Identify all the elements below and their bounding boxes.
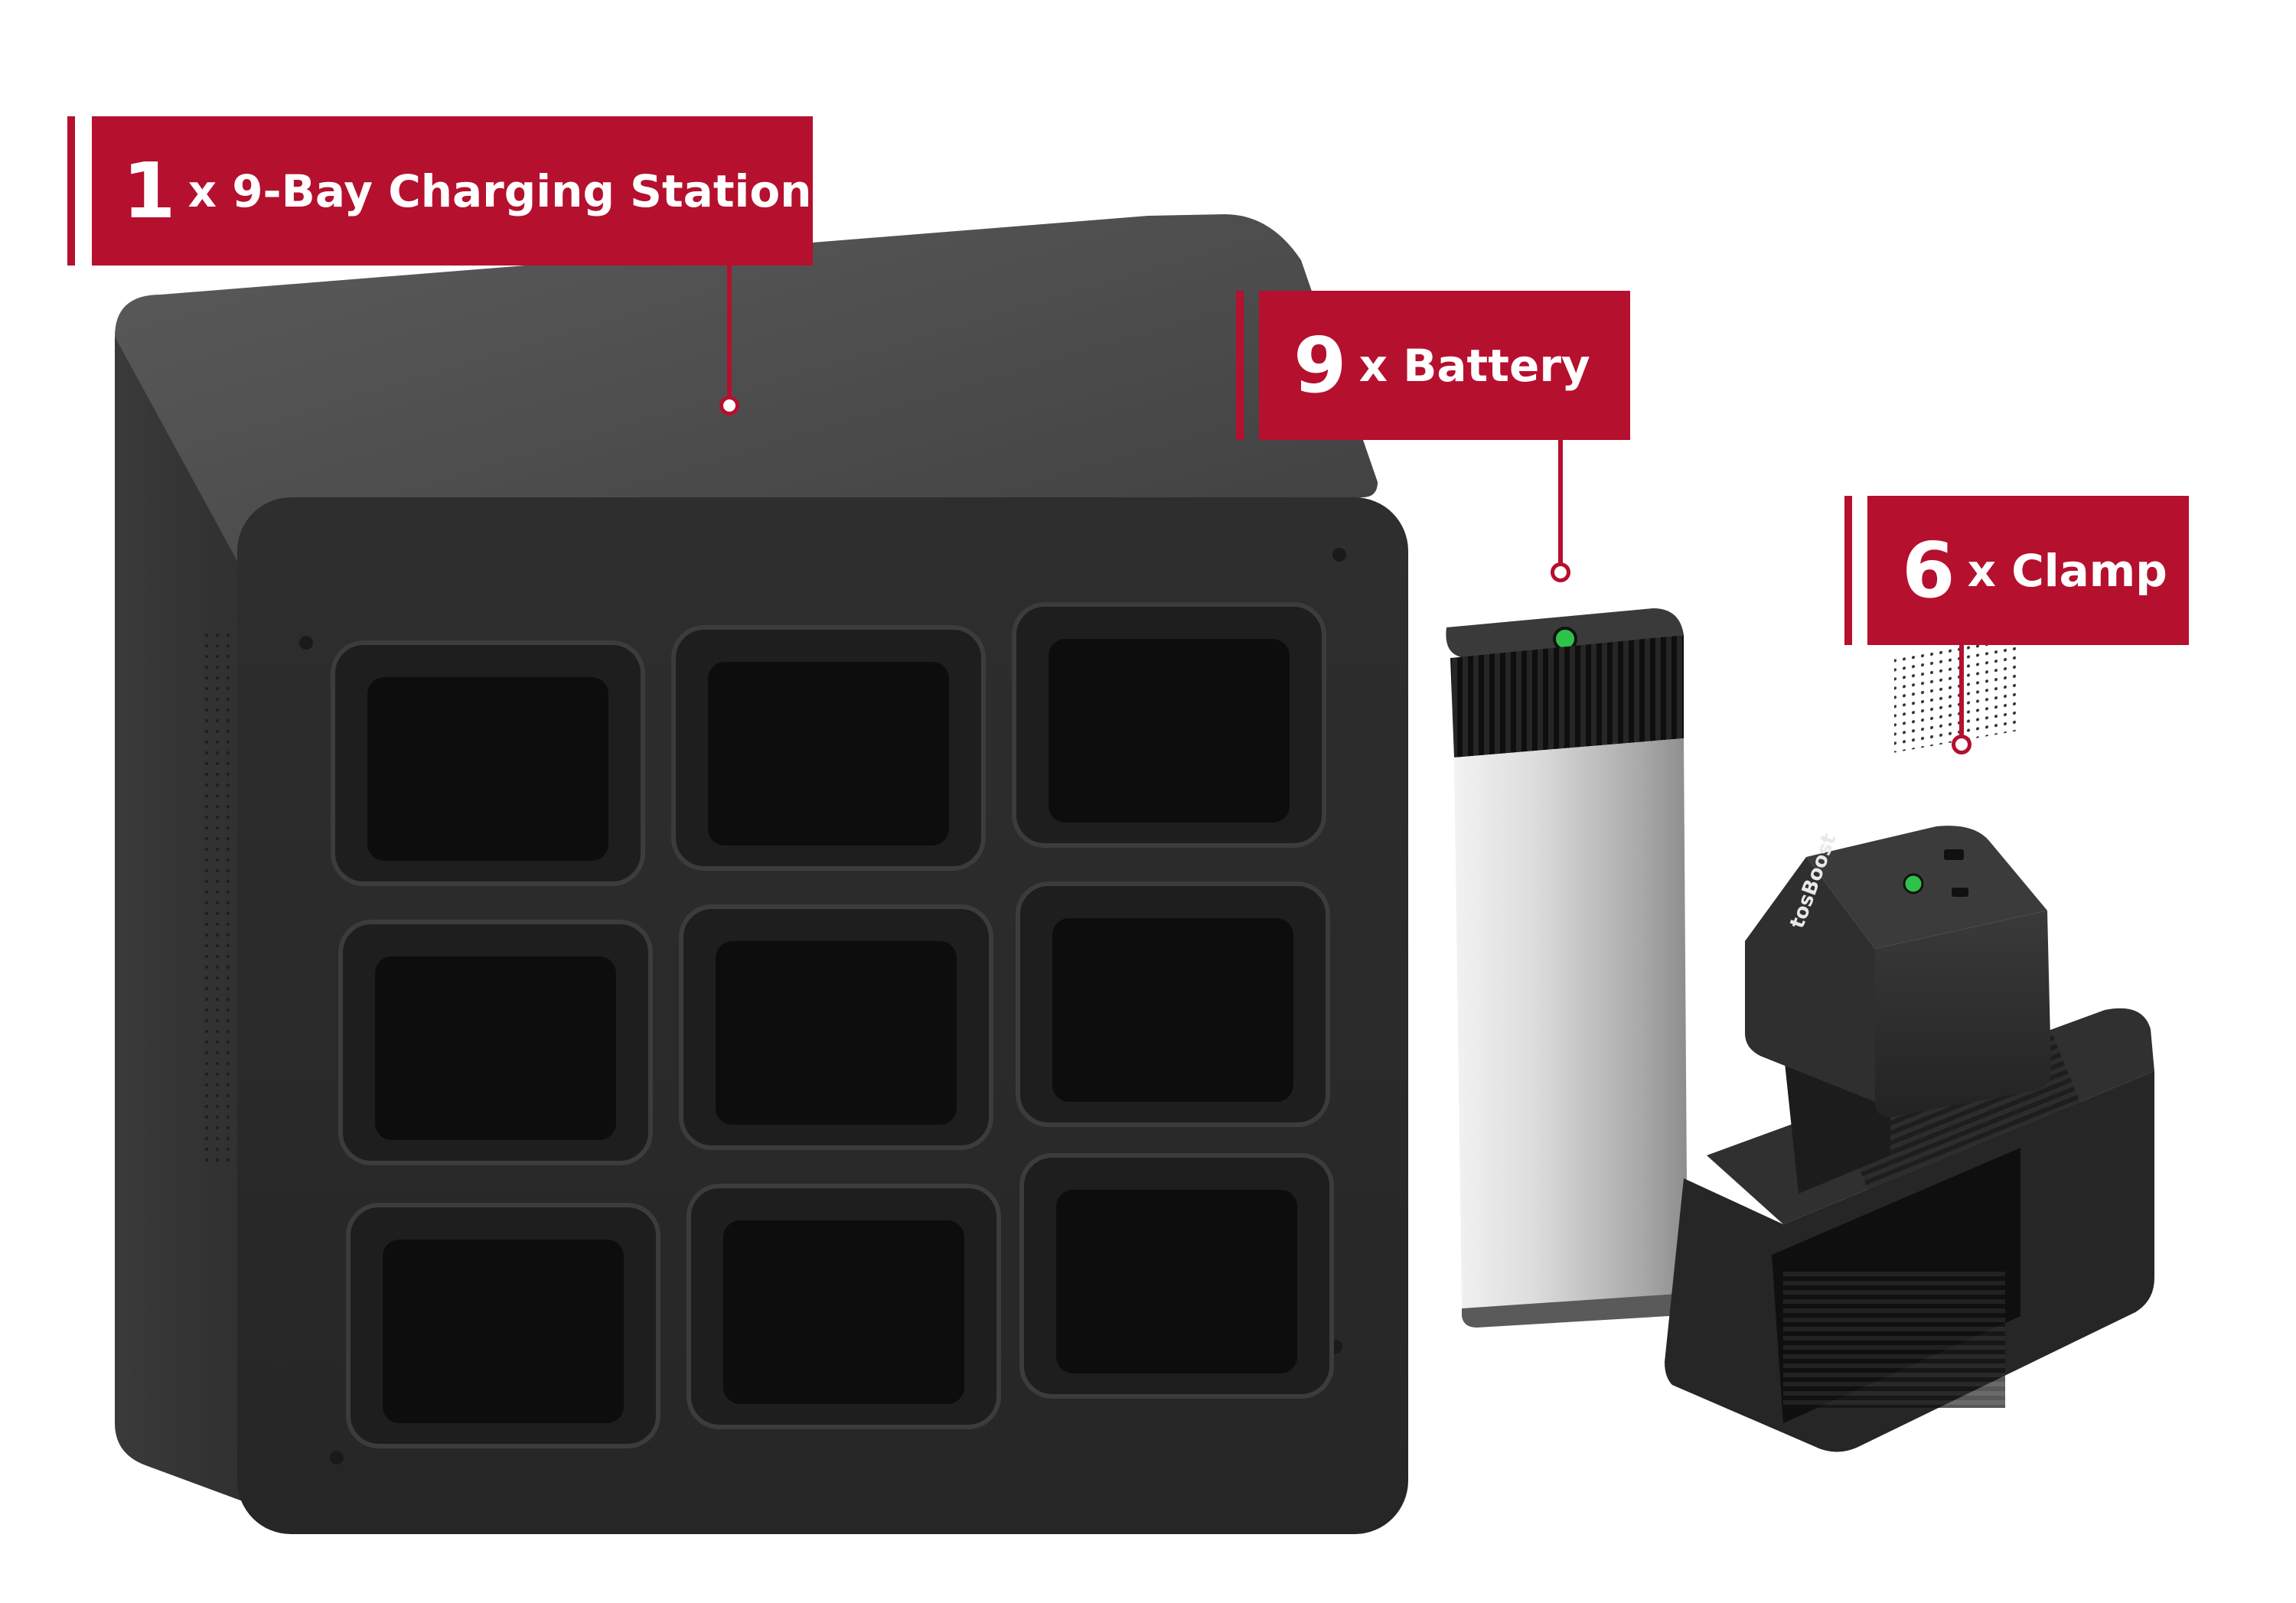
station-leader-dot bbox=[719, 396, 739, 415]
bay bbox=[1012, 602, 1326, 848]
bay bbox=[671, 625, 986, 871]
bay bbox=[346, 1203, 660, 1448]
clamp-label: 6 x Clamp bbox=[1867, 496, 2189, 645]
clamp-leader-line bbox=[1959, 645, 1964, 741]
bay bbox=[687, 1184, 1001, 1429]
battery-label: 9 x Battery bbox=[1259, 291, 1630, 440]
usb-port-icon bbox=[1952, 888, 1968, 897]
vent-grille-icon bbox=[1894, 631, 2017, 753]
usb-port-icon bbox=[1944, 849, 1964, 860]
battery-quantity: 9 bbox=[1293, 320, 1347, 410]
clamp-head-top bbox=[1806, 826, 2047, 949]
screw-icon bbox=[1332, 548, 1346, 562]
battery-label-text: x Battery bbox=[1358, 339, 1590, 392]
screw-icon bbox=[330, 1451, 344, 1465]
clamp: tosBoost bbox=[1665, 631, 2154, 1452]
bay bbox=[1016, 881, 1330, 1127]
station-label-text: x 9-Bay Charging Station bbox=[188, 165, 812, 217]
bay bbox=[1019, 1153, 1334, 1399]
screw-icon bbox=[299, 636, 313, 650]
battery-leader-line bbox=[1558, 440, 1563, 570]
status-led-icon bbox=[1903, 873, 1924, 894]
battery-label-accent-bar bbox=[1236, 291, 1244, 440]
battery-leader-dot bbox=[1551, 562, 1570, 582]
battery-body bbox=[1454, 738, 1688, 1308]
bay-grid bbox=[331, 602, 1334, 1448]
station-quantity: 1 bbox=[122, 145, 176, 236]
clamp-leader-dot bbox=[1952, 735, 1971, 754]
bay bbox=[338, 920, 653, 1165]
bay bbox=[679, 904, 993, 1150]
charging-station bbox=[115, 214, 1408, 1534]
station-top bbox=[115, 214, 1378, 589]
station-label: 1 x 9-Bay Charging Station bbox=[92, 116, 813, 266]
clamp-head-side bbox=[1745, 857, 1875, 1102]
battery-collar bbox=[1450, 635, 1684, 758]
station-leader-line bbox=[727, 266, 732, 403]
clamp-head-front bbox=[1875, 911, 2051, 1117]
station-label-accent-bar bbox=[67, 116, 75, 266]
bay bbox=[331, 640, 645, 886]
vent-grille-icon bbox=[203, 627, 233, 1163]
clamp-label-accent-bar bbox=[1844, 496, 1852, 645]
clamp-label-text: x Clamp bbox=[1967, 544, 2167, 597]
battery bbox=[1446, 608, 1688, 1328]
clamp-quantity: 6 bbox=[1902, 525, 1955, 615]
